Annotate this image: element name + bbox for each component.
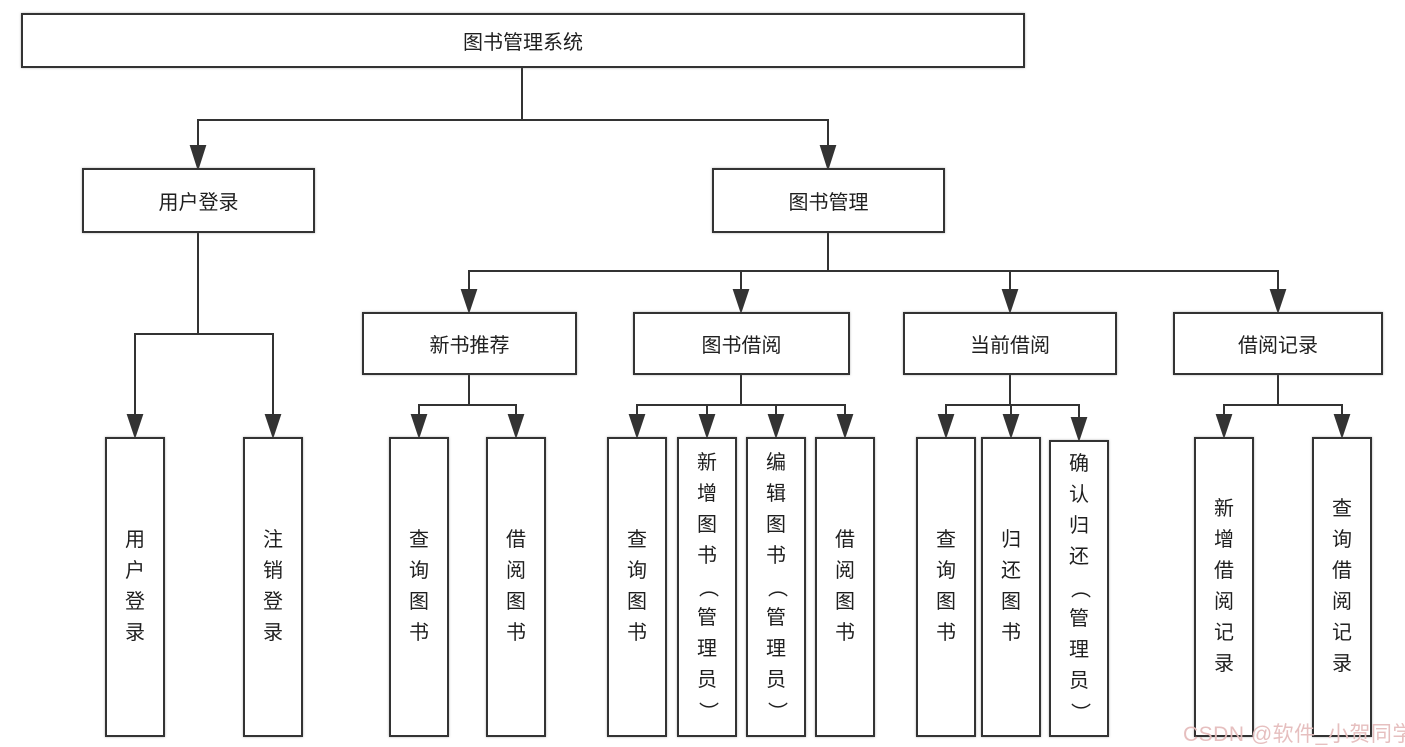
leaf-borrow-books: 借阅图书 (815, 437, 875, 737)
node-borrow-record: 借阅记录 (1173, 312, 1383, 375)
node-root-library-system: 图书管理系统 (21, 13, 1025, 68)
leaf-add-borrow-record: 新增借阅记录 (1194, 437, 1254, 737)
leaf-query-borrow-record: 查询借阅记录 (1312, 437, 1372, 737)
node-book-management: 图书管理 (712, 168, 945, 233)
leaf-query-books-current: 查询图书 (916, 437, 976, 737)
node-book-borrow: 图书借阅 (633, 312, 850, 375)
leaf-return-books: 归还图书 (981, 437, 1041, 737)
leaf-borrow-books-recommend: 借阅图书 (486, 437, 546, 737)
csdn-watermark: CSDN @软件_小贺同学 (1183, 723, 1405, 746)
leaf-confirm-return-admin: 确认归还（管理员） (1049, 440, 1109, 737)
leaf-logout-login: 注销登录 (243, 437, 303, 737)
node-user-login: 用户登录 (82, 168, 315, 233)
leaf-add-book-admin: 新增图书（管理员） (677, 437, 737, 737)
leaf-edit-book-admin: 编辑图书（管理员） (746, 437, 806, 737)
node-current-borrow: 当前借阅 (903, 312, 1117, 375)
leaf-query-books-recommend: 查询图书 (389, 437, 449, 737)
leaf-user-login: 用户登录 (105, 437, 165, 737)
node-new-book-recommend: 新书推荐 (362, 312, 577, 375)
leaf-query-books-borrow: 查询图书 (607, 437, 667, 737)
